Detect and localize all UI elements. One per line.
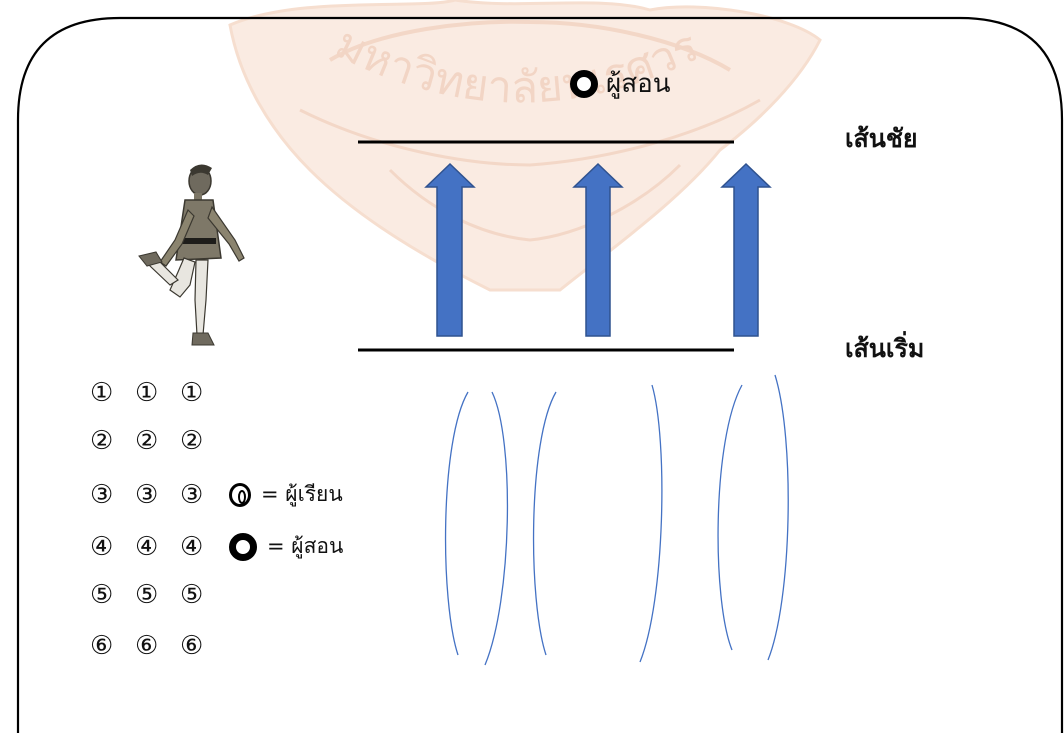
up-arrow-right — [720, 162, 772, 337]
student-number: ④ — [90, 531, 114, 562]
legend-row-2: ② ② ② — [90, 426, 225, 456]
rounded-frame — [16, 16, 1064, 733]
student-number: ⑤ — [180, 580, 204, 610]
teacher-top-label: ผู้สอน — [606, 69, 671, 99]
legend-row-5: ⑤ ⑤ ⑤ — [90, 580, 225, 610]
student-number: ② — [135, 426, 159, 456]
bracket-left-open — [444, 391, 469, 656]
student-number: ⑤ — [135, 580, 159, 610]
student-number: ③ — [180, 479, 204, 510]
bracket-left-close — [484, 391, 509, 666]
student-number: ④ — [180, 531, 204, 562]
finish-line-label: เส้นชัย — [845, 124, 918, 153]
student-number: ⑥ — [90, 631, 114, 661]
student-number: ① — [180, 378, 204, 408]
bracket-mid-open — [532, 391, 557, 656]
student-number: ① — [90, 378, 114, 408]
up-arrow-middle — [572, 162, 624, 337]
student-number: ⑥ — [135, 631, 159, 661]
bracket-right-close — [767, 374, 789, 661]
student-number: ② — [180, 426, 204, 456]
teacher-symbol-icon — [229, 532, 257, 561]
student-legend-label: = ผู้เรียน — [261, 482, 343, 506]
student-number: ③ — [90, 479, 114, 510]
student-number: ① — [135, 378, 159, 408]
student-number: ④ — [135, 531, 159, 562]
teacher-legend-label: = ผู้สอน — [267, 534, 344, 558]
teacher-marker-top: ผู้สอน — [570, 70, 671, 98]
queue-brackets — [444, 374, 789, 666]
up-arrow-left — [424, 162, 476, 337]
student-symbol-icon — [229, 482, 251, 507]
legend-row-4: ④ ④ ④ = ผู้สอน — [90, 530, 343, 563]
bracket-right-open — [717, 384, 743, 651]
watermark-seal: มหาวิทยาลัยนเรศวร — [228, 0, 822, 292]
exercise-figure — [138, 164, 245, 346]
student-number: ② — [90, 426, 114, 456]
student-number: ⑤ — [90, 580, 114, 610]
legend-row-6: ⑥ ⑥ ⑥ — [90, 631, 225, 661]
student-number: ⑥ — [180, 631, 204, 661]
legend-row-3: ③ ③ ③ = ผู้เรียน — [90, 478, 343, 511]
legend-row-1: ① ① ① — [90, 378, 225, 408]
start-line-label: เส้นเริ่ม — [845, 334, 925, 363]
bracket-mid-close — [639, 384, 663, 663]
teacher-ring-icon — [570, 70, 598, 98]
student-number: ③ — [135, 479, 159, 510]
